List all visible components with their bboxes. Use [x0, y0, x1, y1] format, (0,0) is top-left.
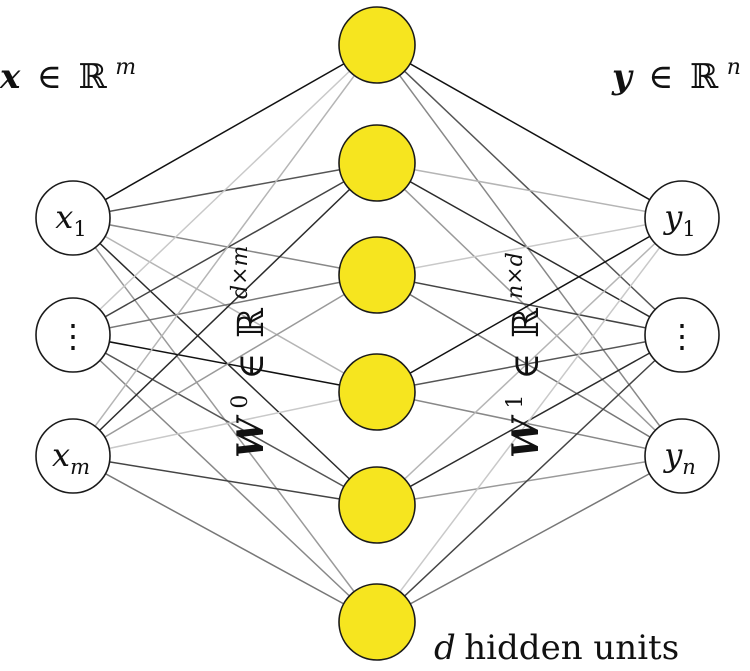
edge-input-0-hidden-0: [72, 44, 378, 219]
output-node-circle: [644, 180, 720, 256]
edge-input-2-hidden-2: [72, 274, 378, 457]
input-node-circle: [35, 180, 111, 256]
edge-hidden-0-output-0: [376, 44, 683, 219]
hidden-units-caption: d hidden units: [434, 628, 679, 668]
output-node-circle: [644, 297, 720, 373]
output-node-circle: [644, 418, 720, 494]
output-space-label: y ∈ ℝ n: [611, 55, 741, 97]
input-node-3: xm: [35, 418, 111, 494]
hidden-node-3: [338, 236, 416, 314]
edge-input-2-hidden-0: [72, 44, 378, 457]
input-node-label: x1: [55, 198, 86, 241]
edge-input-1-hidden-1: [72, 162, 378, 336]
edge-hidden-5-output-0: [376, 217, 683, 623]
output-node-3: yn: [644, 418, 720, 494]
edge-input-1-hidden-2: [72, 274, 378, 336]
edge-hidden-5-output-2: [376, 455, 683, 623]
edge-hidden-3-output-0: [376, 217, 683, 393]
weight-out-label: W 1 ∈ ℝ n×d: [490, 252, 547, 458]
edge-hidden-1-output-1: [376, 162, 683, 336]
edge-input-0-hidden-4: [72, 217, 378, 506]
edge-hidden-1-output-2: [376, 162, 683, 457]
input-node-1: x1: [35, 180, 111, 256]
edge-input-2-hidden-5: [72, 455, 378, 623]
edge-hidden-2-output-0: [376, 217, 683, 276]
hidden-node-2: [338, 124, 416, 202]
edge-hidden-4-output-0: [376, 217, 683, 506]
network-nodes: x1 ⋮ xm y1 ⋮ yn: [35, 6, 720, 661]
input-space-label: x ∈ ℝ m: [0, 55, 136, 97]
input-node-label: xm: [52, 436, 90, 479]
output-node-2: ⋮: [644, 297, 720, 373]
edge-input-2-hidden-3: [72, 391, 378, 457]
hidden-node-5: [338, 466, 416, 544]
hidden-node-1: [338, 6, 416, 84]
edge-hidden-1-output-0: [376, 162, 683, 219]
output-node-1: y1: [644, 180, 720, 256]
edge-hidden-0-output-2: [376, 44, 683, 457]
edge-hidden-3-output-2: [376, 391, 683, 457]
input-node-label: ⋮: [57, 317, 89, 355]
edge-hidden-5-output-1: [376, 334, 683, 623]
edge-input-1-hidden-5: [72, 334, 378, 623]
edge-input-0-hidden-2: [72, 217, 378, 276]
edge-input-2-hidden-1: [72, 162, 378, 457]
input-node-circle: [35, 297, 111, 373]
input-node-2: ⋮: [35, 297, 111, 373]
output-node-label: y1: [662, 198, 695, 241]
edge-hidden-2-output-2: [376, 274, 683, 457]
edge-hidden-4-output-2: [376, 455, 683, 506]
hidden-node-6: [338, 583, 416, 661]
input-node-circle: [35, 418, 111, 494]
output-node-label: ⋮: [666, 317, 698, 355]
edge-input-1-hidden-3: [72, 334, 378, 393]
edge-input-1-hidden-0: [72, 44, 378, 336]
edge-input-1-hidden-4: [72, 334, 378, 506]
edge-input-2-hidden-4: [72, 455, 378, 506]
output-node-label: yn: [662, 436, 696, 479]
weight-in-label: W 0 ∈ ℝ d×m: [215, 246, 272, 458]
hidden-node-4: [338, 353, 416, 431]
connection-edges: [72, 44, 683, 623]
edge-hidden-3-output-1: [376, 334, 683, 393]
